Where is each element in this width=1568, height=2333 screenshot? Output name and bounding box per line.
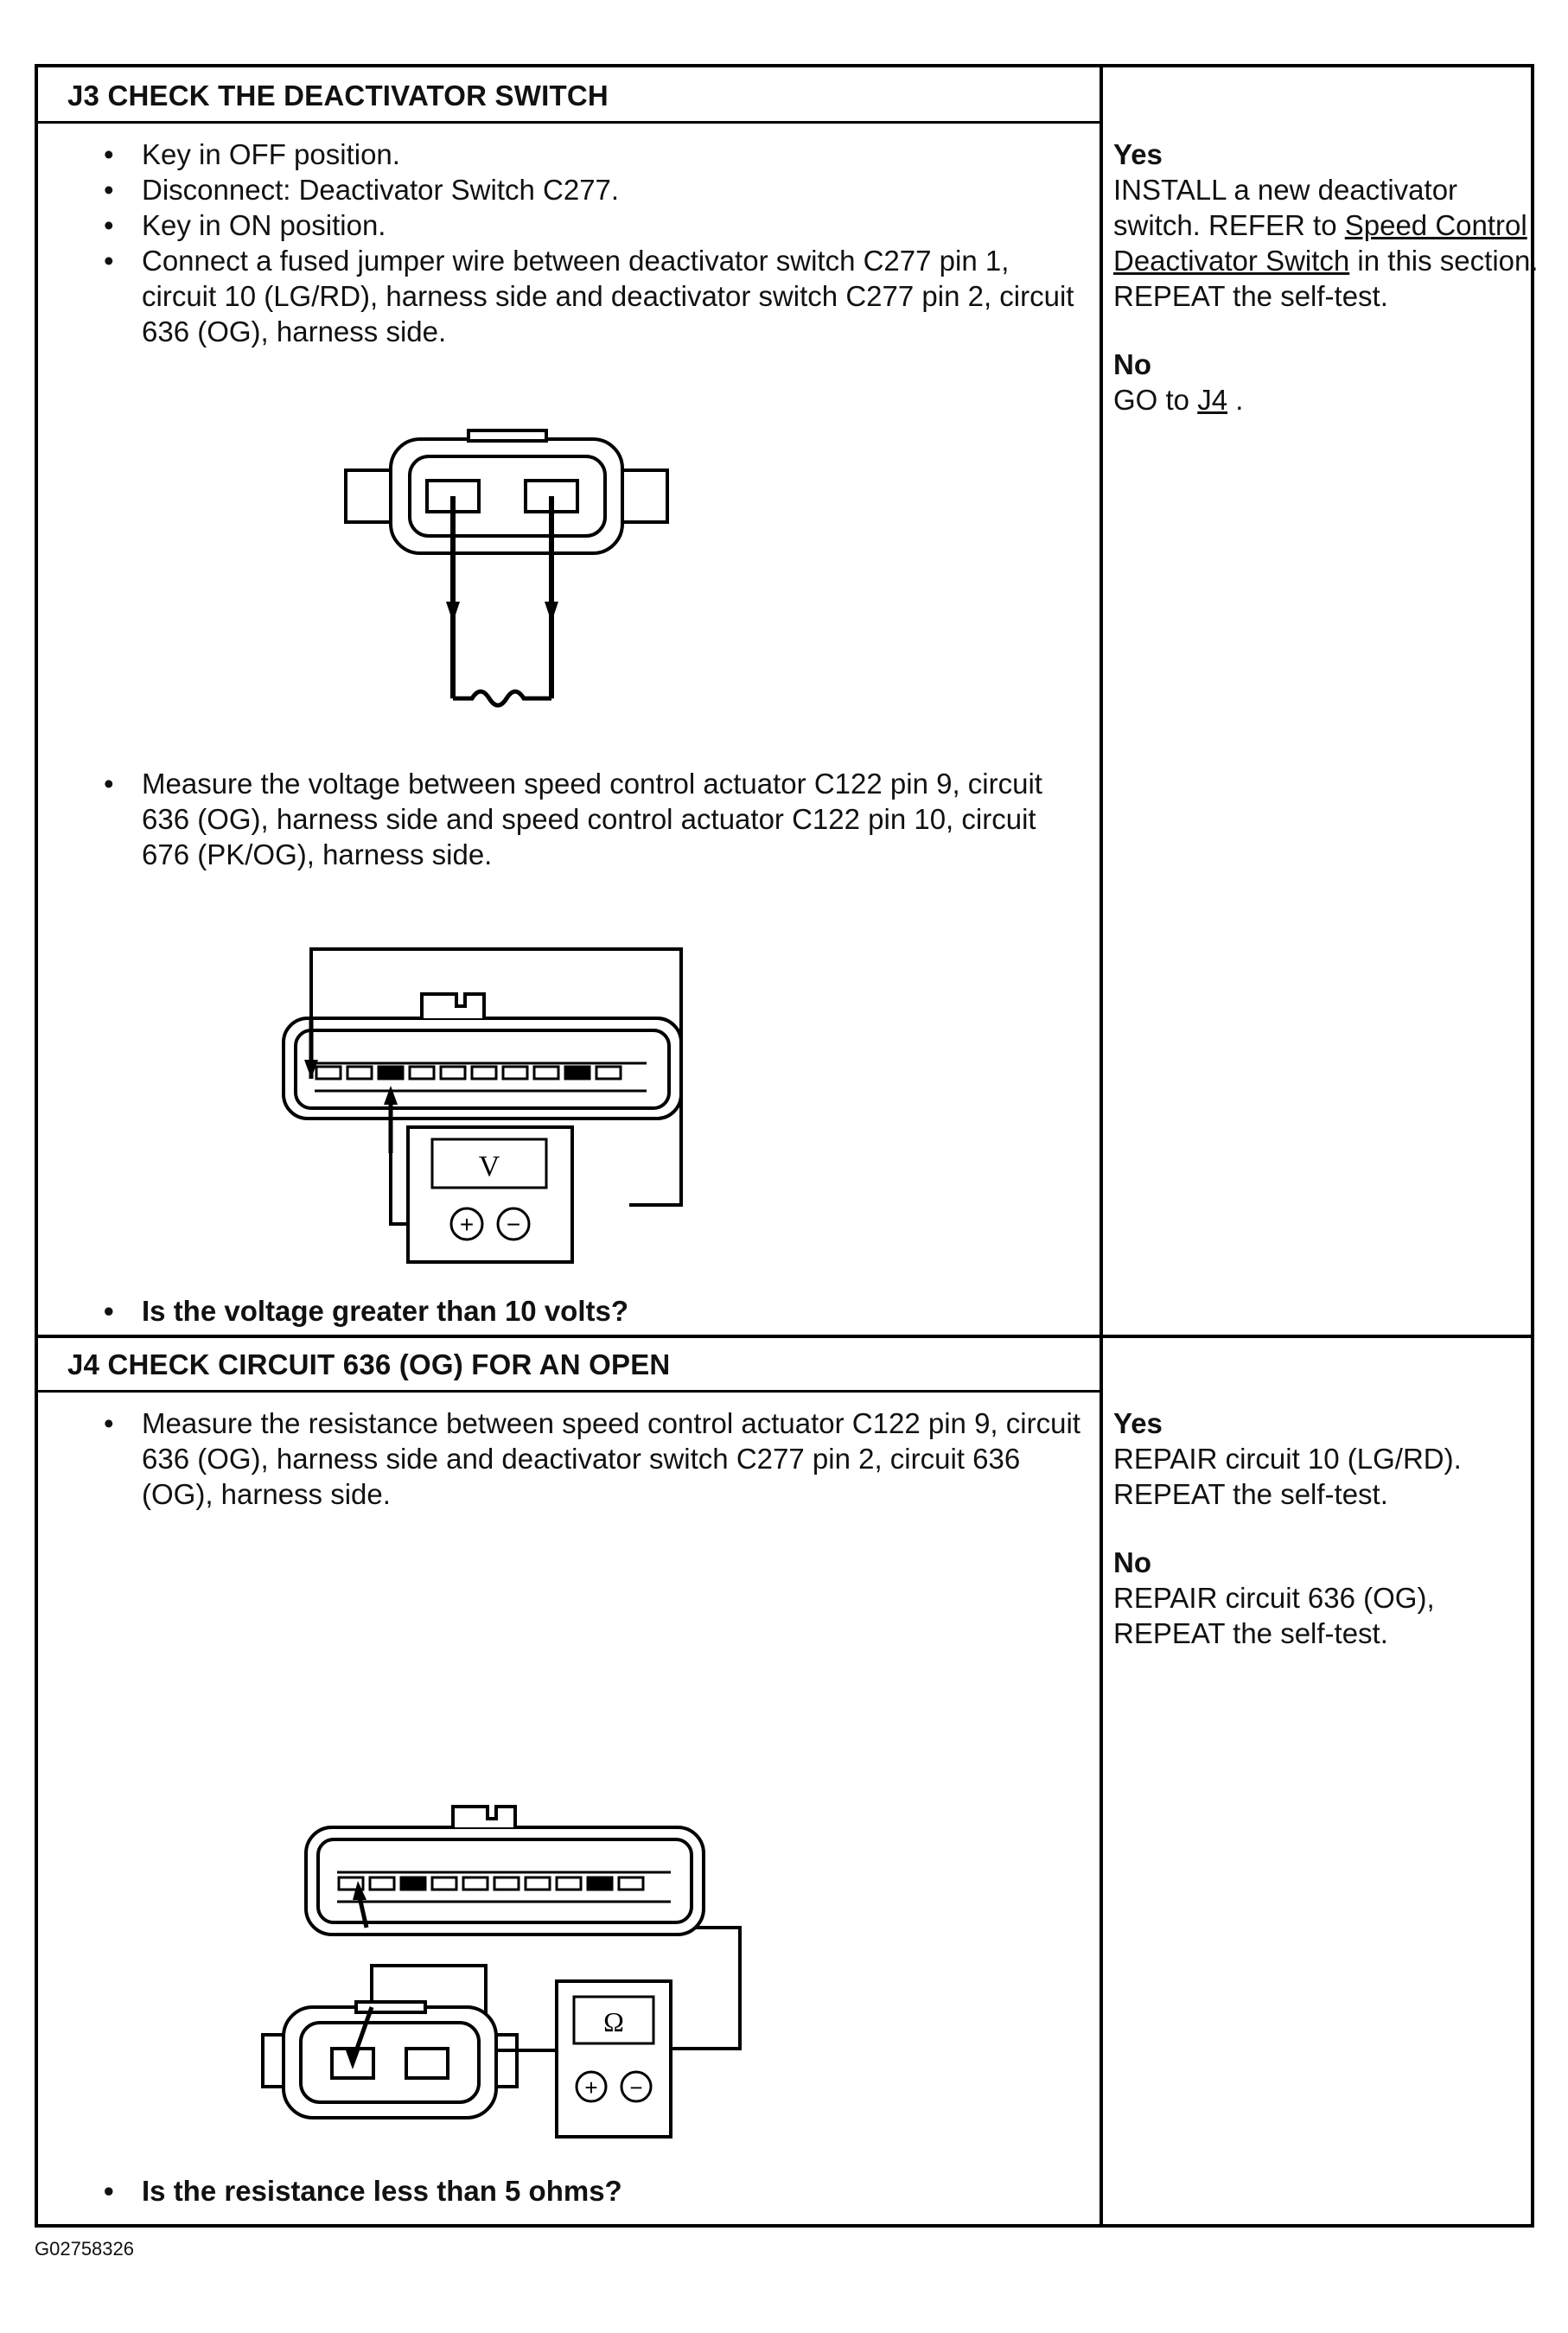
connector-right-tab: [617, 469, 669, 524]
j3-steps-list: Key in OFF position. Disconnect: Deactiv…: [67, 137, 1087, 349]
j3-yes-pre: INSTALL a new deactivator switch. REFER …: [1113, 174, 1458, 241]
j4-no-text: REPAIR circuit 636 (OG), REPEAT the self…: [1113, 1582, 1435, 1649]
connector-left-tab: [344, 469, 396, 524]
j3-yes-text: INSTALL a new deactivator switch. REFER …: [1113, 172, 1550, 314]
j3-step: Key in ON position.: [67, 207, 1087, 243]
j3-step: Disconnect: Deactivator Switch C277.: [67, 172, 1087, 207]
voltmeter-minus-jack: [496, 1207, 531, 1241]
speed-control-deactivator-switch-link[interactable]: Speed Control Deactivator Switch: [1113, 209, 1527, 277]
meter-lead-plus: [309, 947, 683, 1207]
j3-header-rule: [38, 121, 1100, 124]
jumper-wire-connector-diagram: [344, 429, 669, 708]
minus-sign: −: [629, 2075, 642, 2100]
j3-title: J3 CHECK THE DEACTIVATOR SWITCH: [67, 80, 609, 112]
voltmeter-display: [430, 1138, 548, 1189]
j3-step: Connect a fused jumper wire between deac…: [67, 243, 1087, 349]
connector-pin-row: [337, 1876, 645, 1891]
j3-result-column: Yes INSTALL a new deactivator switch. RE…: [1113, 137, 1550, 418]
connector-pin-row: [315, 1065, 622, 1080]
j4-question: Is the resistance less than 5 ohms?: [67, 2175, 622, 2208]
figure-id: G02758326: [35, 2238, 134, 2260]
j4-steps-list: Measure the resistance between speed con…: [67, 1406, 1087, 1512]
j3-yes-label: Yes: [1113, 138, 1163, 170]
j4-result-column: Yes REPAIR circuit 10 (LG/RD). REPEAT th…: [1113, 1406, 1550, 1651]
j3-no-text: GO to J4 .: [1113, 382, 1550, 418]
plus-sign: +: [584, 2075, 597, 2100]
diagnostic-table: J3 CHECK THE DEACTIVATOR SWITCH Key in O…: [35, 64, 1539, 2228]
voltmeter-plus-jack: [449, 1207, 484, 1241]
j4-title: J4 CHECK CIRCUIT 636 (OG) FOR AN OPEN: [67, 1348, 671, 1380]
fused-jumper-wire: [453, 689, 551, 708]
j3-steps-list-2: Measure the voltage between speed contro…: [67, 766, 1087, 872]
j3-question: Is the voltage greater than 10 volts?: [67, 1295, 628, 1328]
j4-step: Measure the resistance between speed con…: [67, 1406, 1087, 1512]
column-divider: [1100, 67, 1103, 2224]
voltmeter-symbol: V: [479, 1151, 500, 1182]
ohmmeter-minus-jack: [620, 2070, 653, 2103]
j3-step: Measure the voltage between speed contro…: [67, 766, 1087, 872]
meter-lead-minus: [389, 1153, 408, 1226]
j4-yes-label: Yes: [1113, 1407, 1163, 1439]
j3-step: Key in OFF position.: [67, 137, 1087, 172]
j3-no-pre: GO to: [1113, 384, 1198, 416]
ohmmeter-display: [572, 1995, 655, 2045]
minus-sign: −: [507, 1211, 520, 1238]
voltmeter-connector-diagram: V + −: [282, 947, 683, 1264]
j4-yes-text: REPAIR circuit 10 (LG/RD). REPEAT the se…: [1113, 1443, 1462, 1510]
plus-sign: +: [460, 1211, 474, 1238]
ohmmeter-plus-jack: [575, 2070, 608, 2103]
j3-yes-post: in this section. REPEAT the self-test.: [1113, 245, 1539, 312]
row-divider: [38, 1335, 1531, 1338]
ohmmeter-connector-diagram: Ω + −: [261, 1805, 742, 2139]
j3-no-label: No: [1113, 348, 1151, 380]
ohmmeter-symbol: Ω: [603, 2006, 624, 2037]
meter-lead-minus: [370, 1964, 557, 2052]
deactivator-switch-connector: [261, 2000, 519, 2119]
j4-link[interactable]: J4: [1197, 384, 1228, 416]
j3-no-post: .: [1227, 384, 1244, 416]
switch-connector-face: [408, 455, 607, 538]
j4-header-rule: [38, 1390, 1100, 1393]
j4-no-label: No: [1113, 1546, 1151, 1578]
